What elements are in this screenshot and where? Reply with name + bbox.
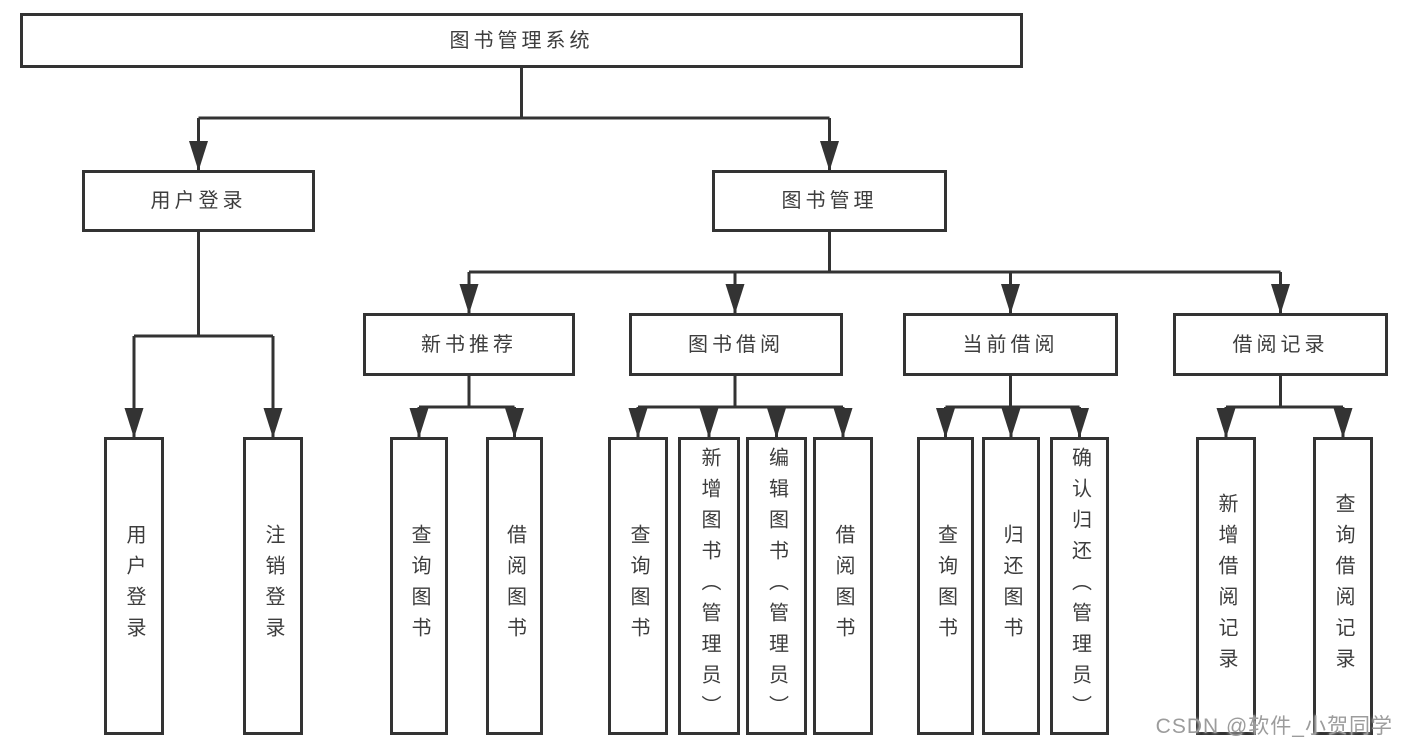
node-label: 新增图书（管理员） [698,446,720,726]
node-label: 编辑图书（管理员） [765,446,788,726]
node-new-book-recommend: 新书推荐 [363,313,575,376]
node-label: 借阅图书 [503,524,526,648]
node-label: 注销登录 [262,524,284,648]
node-label: 用户登录 [150,190,247,212]
node-label: 图书管理 [781,190,878,212]
node-label: 借阅记录 [1232,333,1329,356]
node-label: 用户登录 [123,524,145,648]
node-label: 查询图书 [934,524,957,648]
node-label: 查询图书 [627,524,649,648]
node-label: 查询借阅记录 [1332,493,1354,679]
node-label: 新增借阅记录 [1215,493,1237,679]
node-user-login: 用户登录 [82,170,315,232]
node-borrowing-records: 借阅记录 [1173,313,1388,376]
node-label: 确认归还（管理员） [1068,446,1091,726]
node-book-management: 图书管理 [712,170,947,232]
node-label: 归还图书 [1000,524,1022,648]
node-label: 新书推荐 [421,333,517,356]
node-root-library-system: 图书管理系统 [20,13,1023,68]
node-current-borrowing: 当前借阅 [903,313,1118,376]
node-book-borrowing: 图书借阅 [629,313,843,376]
leaf-borrow-books-borrowing: 借阅图书 [813,437,873,735]
connector-lines [134,68,1343,409]
leaf-logout: 注销登录 [243,437,303,735]
node-label: 图书管理系统 [449,29,594,52]
leaf-query-borrow-record: 查询借阅记录 [1313,437,1373,735]
node-label: 当前借阅 [962,333,1059,356]
node-label: 借阅图书 [832,524,854,648]
leaf-query-books-recommend: 查询图书 [390,437,448,735]
connector-arrows [124,118,1353,438]
leaf-confirm-return-admin: 确认归还（管理员） [1050,437,1109,735]
node-label: 查询图书 [408,524,430,648]
leaf-borrow-books-recommend: 借阅图书 [486,437,543,735]
leaf-query-books-current: 查询图书 [917,437,974,735]
leaf-return-books: 归还图书 [982,437,1040,735]
leaf-add-book-admin: 新增图书（管理员） [678,437,740,735]
node-label: 图书借阅 [688,333,784,356]
leaf-edit-book-admin: 编辑图书（管理员） [746,437,807,735]
leaf-add-borrow-record: 新增借阅记录 [1196,437,1256,735]
leaf-query-books-borrowing: 查询图书 [608,437,668,735]
csdn-watermark: CSDN @软件_小贺同学 [1155,715,1393,738]
leaf-user-login: 用户登录 [104,437,164,735]
